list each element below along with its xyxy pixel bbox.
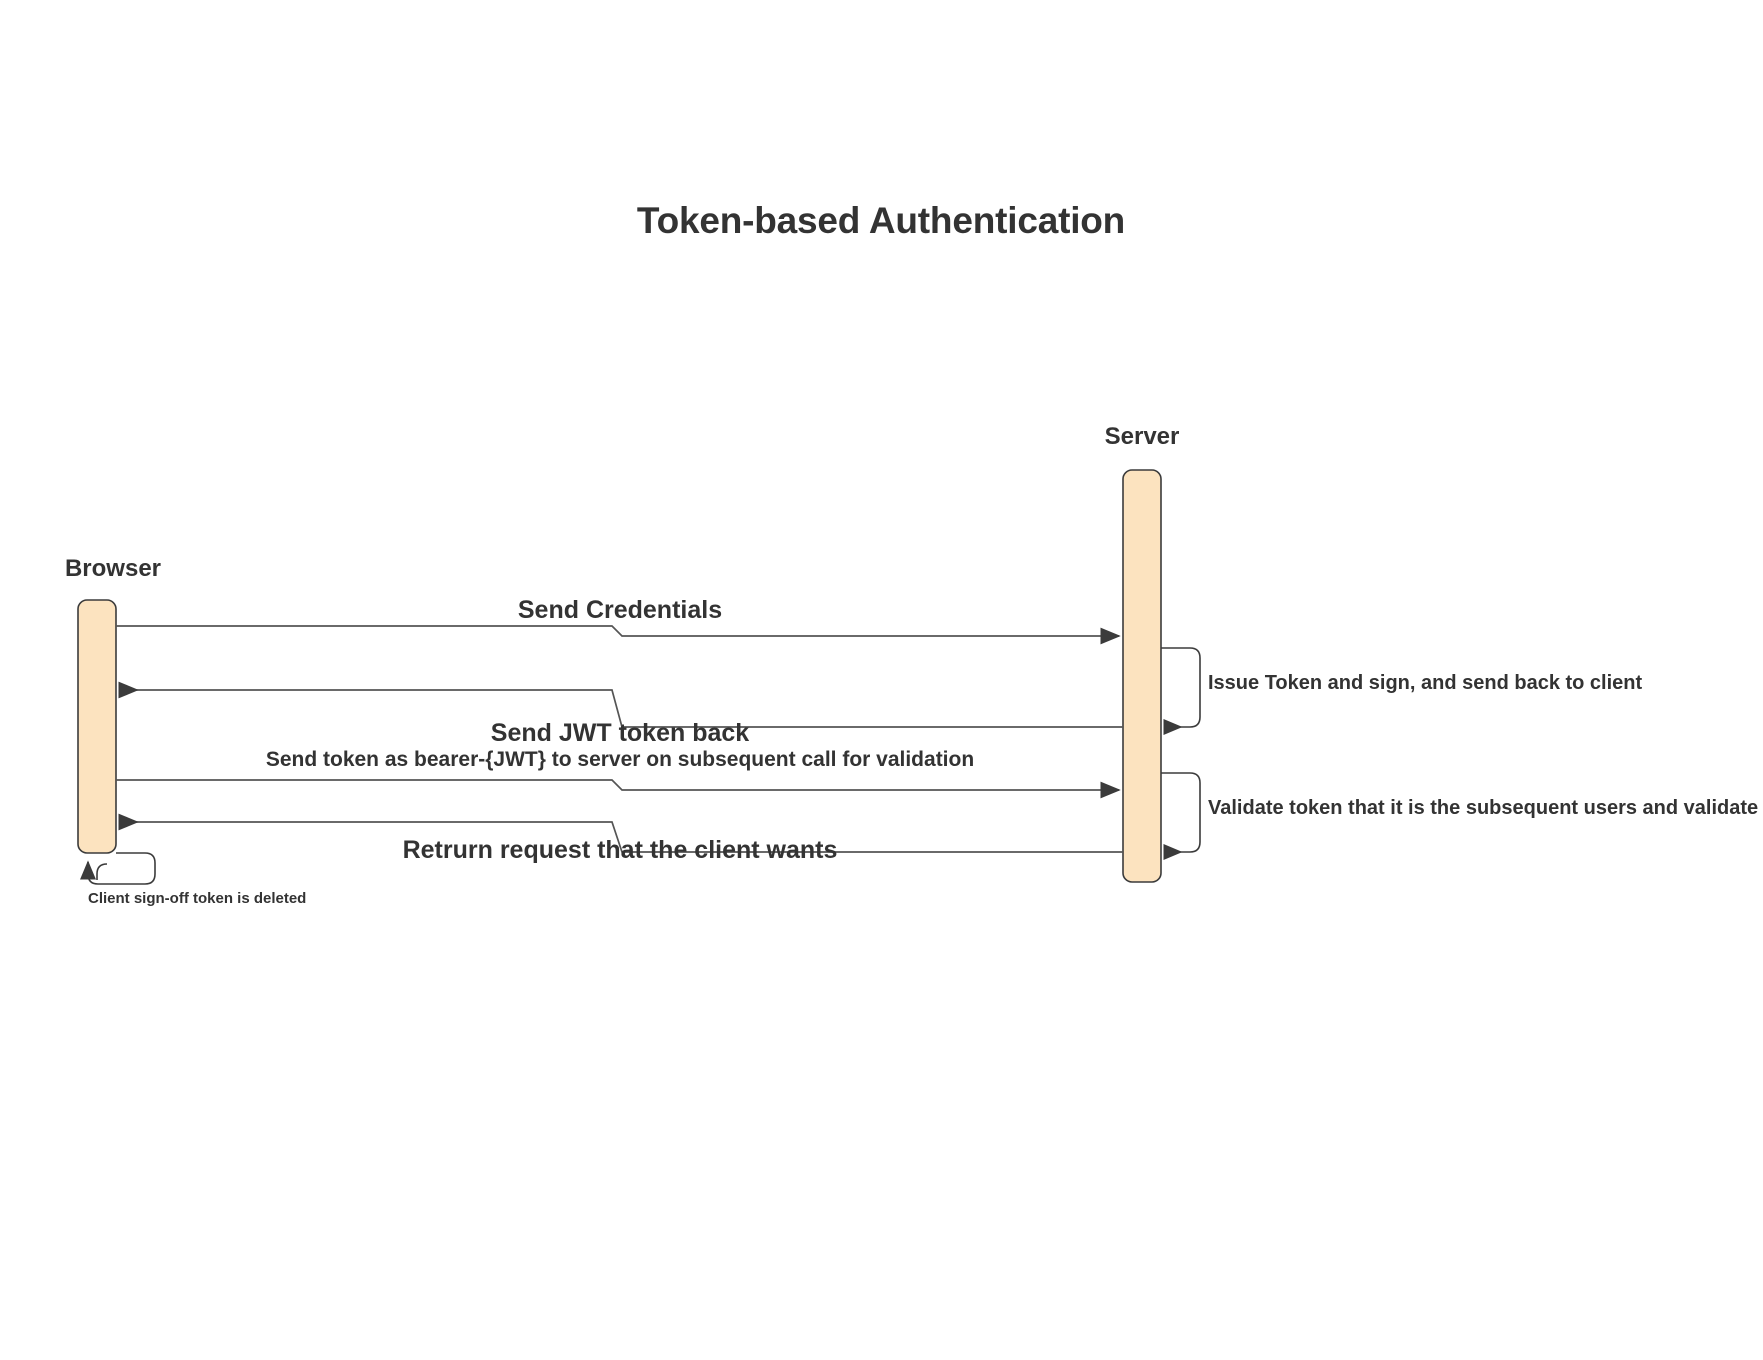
activation-box-server (1122, 469, 1162, 883)
self-message-label-issue-token: Issue Token and sign, and send back to c… (1208, 672, 1643, 694)
self-message-loop-client-signoff (80, 852, 156, 885)
participant-label-server: Server (1104, 423, 1180, 450)
message-arrow-return-request (118, 813, 1123, 853)
self-message-loop-validate-token (1161, 772, 1201, 860)
message-label-return-request: Retrurn request that the client wants (402, 836, 838, 864)
message-arrow-send-jwt-token-back (118, 681, 1123, 728)
message-label-send-jwt-token-back: Send JWT token back (490, 719, 750, 747)
page-title: Token-based Authentication (636, 200, 1126, 241)
self-message-label-client-signoff: Client sign-off token is deleted (88, 890, 307, 907)
message-arrow-send-bearer-token (116, 779, 1121, 799)
self-message-label-validate-token: Validate token that it is the subsequent… (1208, 797, 1759, 819)
self-message-loop-issue-token (1161, 647, 1201, 735)
message-arrow-send-credentials (116, 625, 1121, 645)
participant-label-browser: Browser (64, 555, 162, 582)
message-label-send-credentials: Send Credentials (517, 596, 723, 624)
message-label-send-bearer-token: Send token as bearer-{JWT} to server on … (265, 748, 975, 771)
activation-box-browser (77, 599, 117, 854)
